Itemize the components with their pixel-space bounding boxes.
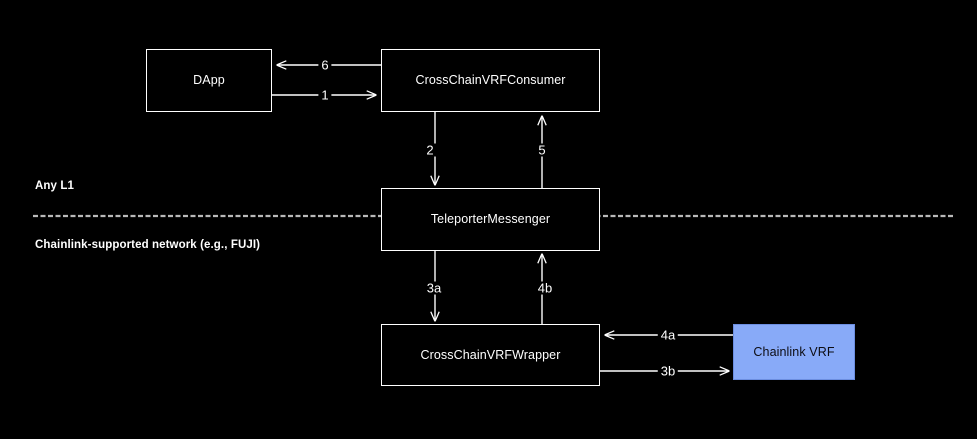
- edge-label-6: 6: [318, 58, 332, 72]
- node-cross-chain-vrf-consumer[interactable]: CrossChainVRFConsumer: [381, 49, 600, 112]
- node-cross-chain-vrf-wrapper-label: CrossChainVRFWrapper: [420, 347, 561, 362]
- node-chainlink-vrf[interactable]: Chainlink VRF: [733, 324, 855, 380]
- node-chainlink-vrf-label: Chainlink VRF: [753, 344, 835, 359]
- edge-label-3b: 3b: [657, 364, 679, 378]
- edge-label-5: 5: [535, 143, 549, 157]
- node-cross-chain-vrf-consumer-label: CrossChainVRFConsumer: [415, 73, 566, 87]
- zone-label-chainlink-network: Chainlink-supported network (e.g., FUJI): [35, 239, 261, 251]
- zone-label-any-l1: Any L1: [35, 180, 74, 192]
- edge-label-1: 1: [318, 88, 332, 102]
- edge-label-2: 2: [423, 143, 437, 157]
- node-teleporter-messenger[interactable]: TeleporterMessenger: [381, 188, 600, 251]
- node-dapp[interactable]: DApp: [146, 49, 272, 112]
- node-cross-chain-vrf-wrapper[interactable]: CrossChainVRFWrapper: [381, 324, 600, 386]
- edge-label-4b: 4b: [534, 281, 556, 295]
- node-dapp-label: DApp: [193, 73, 225, 87]
- edge-label-3a: 3a: [423, 281, 445, 295]
- node-teleporter-messenger-label: TeleporterMessenger: [430, 212, 551, 226]
- edge-label-4a: 4a: [657, 328, 679, 342]
